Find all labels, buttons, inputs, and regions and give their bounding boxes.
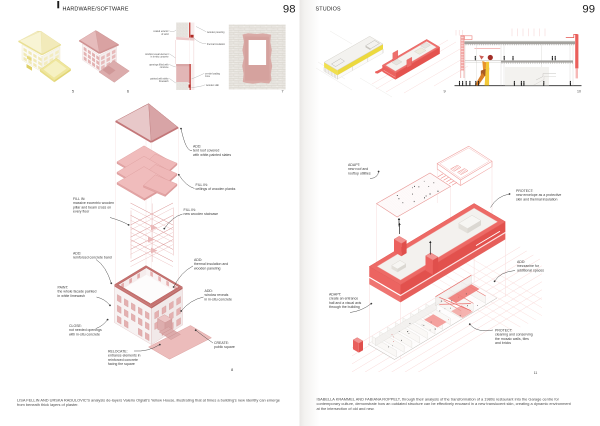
- svg-text:through the building: through the building: [329, 305, 360, 309]
- svg-text:new roof and: new roof and: [348, 167, 368, 171]
- svg-text:every floor: every floor: [73, 209, 90, 213]
- svg-text:of solid: of solid: [161, 34, 169, 36]
- svg-text:from beneath thick layers of p: from beneath thick layers of plaster.: [17, 402, 78, 407]
- svg-text:FILL IN:: FILL IN:: [196, 183, 208, 187]
- svg-text:reinforced concrete: reinforced concrete: [108, 358, 138, 362]
- svg-text:7: 7: [281, 88, 284, 93]
- svg-text:rooftop utilities: rooftop utilities: [348, 171, 371, 175]
- svg-text:skin and thermal insulation: skin and thermal insulation: [516, 197, 557, 201]
- svg-text:ADD:: ADD:: [73, 252, 81, 256]
- svg-text:CLOSE:: CLOSE:: [69, 324, 82, 328]
- svg-text:public square: public square: [214, 345, 235, 349]
- svg-text:PROTECT:: PROTECT:: [516, 189, 534, 193]
- svg-text:entrance elements in: entrance elements in: [108, 354, 141, 358]
- svg-text:mezzanine for: mezzanine for: [517, 264, 540, 268]
- svg-text:10: 10: [577, 89, 581, 93]
- svg-text:5: 5: [72, 88, 75, 93]
- svg-text:new envelope as a protective: new envelope as a protective: [516, 193, 561, 197]
- svg-text:limewash: limewash: [159, 81, 169, 83]
- svg-text:contemporary culture, demonstr: contemporary culture, demonstrate how an…: [317, 401, 572, 406]
- svg-text:wooden slab: wooden slab: [206, 85, 220, 87]
- svg-text:ISABELLA KRAMMEL AND FABIANA R: ISABELLA KRAMMEL AND FABIANA ROPPELT, th…: [317, 396, 560, 401]
- svg-text:zone: zone: [205, 76, 211, 78]
- svg-text:ceilings of wooden planks: ceilings of wooden planks: [196, 187, 236, 191]
- svg-text:massive eccentric wooden: massive eccentric wooden: [73, 201, 114, 205]
- svg-text:in white limewash: in white limewash: [58, 294, 85, 298]
- svg-text:cleaning and conserving: cleaning and conserving: [495, 333, 533, 337]
- svg-text:RELOCATE:: RELOCATE:: [108, 350, 128, 354]
- svg-text:9: 9: [443, 89, 445, 93]
- svg-text:the whole facade painted: the whole facade painted: [58, 290, 97, 294]
- svg-text:openings filled with: openings filled with: [149, 64, 169, 67]
- svg-text:8: 8: [231, 367, 234, 372]
- svg-text:11: 11: [534, 371, 538, 375]
- svg-text:with in-situ concrete: with in-situ concrete: [69, 332, 100, 336]
- svg-text:ADD:: ADD:: [205, 289, 213, 293]
- svg-text:99: 99: [582, 3, 595, 15]
- svg-text:additional spaces: additional spaces: [517, 268, 544, 272]
- svg-text:window reveals: window reveals: [205, 293, 229, 297]
- svg-text:coated exterior: coated exterior: [153, 30, 168, 33]
- svg-text:create an entrance: create an entrance: [329, 297, 358, 301]
- svg-text:window reveal element: window reveal element: [145, 53, 169, 56]
- svg-text:hall and a visual axis: hall and a visual axis: [329, 301, 362, 305]
- svg-text:and bricks: and bricks: [495, 341, 511, 345]
- svg-text:FILL IN:: FILL IN:: [73, 197, 85, 201]
- svg-text:at the intersection of old and: at the intersection of old and new.: [317, 406, 375, 411]
- svg-text:thermal insulation: thermal insulation: [207, 43, 226, 46]
- svg-text:reinforced concrete band: reinforced concrete band: [73, 256, 112, 260]
- svg-text:facing the square: facing the square: [108, 362, 135, 366]
- svg-text:the mosaic walls, tiles: the mosaic walls, tiles: [495, 337, 529, 341]
- svg-text:STUDIOS: STUDIOS: [316, 7, 341, 13]
- svg-text:ADD:: ADD:: [194, 258, 202, 262]
- svg-text:thermal insulation and: thermal insulation and: [194, 262, 228, 266]
- svg-text:not needed openings: not needed openings: [69, 328, 102, 332]
- svg-text:wooden paneling: wooden paneling: [207, 32, 225, 34]
- svg-text:PROTECT:: PROTECT:: [495, 329, 513, 333]
- svg-text:ADAPT:: ADAPT:: [348, 163, 361, 167]
- svg-text:6: 6: [127, 88, 130, 93]
- svg-text:ADD:: ADD:: [517, 260, 525, 264]
- svg-text:in in-situ concrete: in in-situ concrete: [205, 297, 232, 301]
- svg-text:pillar and beam cross on: pillar and beam cross on: [73, 205, 111, 209]
- svg-text:new wooden staircase: new wooden staircase: [184, 212, 219, 216]
- svg-text:ADD:: ADD:: [193, 145, 201, 149]
- svg-text:CREATE:: CREATE:: [214, 341, 229, 345]
- svg-text:PAINT:: PAINT:: [58, 286, 69, 290]
- svg-text:with white-painted slates: with white-painted slates: [193, 153, 231, 157]
- svg-text:wooden paneling: wooden paneling: [194, 266, 221, 270]
- svg-text:on-site loading: on-site loading: [205, 73, 221, 76]
- svg-text:HARDWARE/SOFTWARE: HARDWARE/SOFTWARE: [63, 7, 129, 13]
- svg-text:concrete: concrete: [160, 66, 170, 69]
- svg-text:in in-situ concrete: in in-situ concrete: [150, 56, 169, 59]
- svg-text:LISA FELLIN AND URSKA RADULOVI: LISA FELLIN AND URSKA RADULOVIC'S analys…: [17, 397, 280, 402]
- svg-text:tent roof covered: tent roof covered: [193, 149, 219, 153]
- svg-text:98: 98: [283, 3, 296, 15]
- svg-text:painted with white: painted with white: [150, 78, 169, 81]
- svg-text:ADAPT:: ADAPT:: [329, 293, 342, 297]
- svg-text:FILL IN:: FILL IN:: [184, 208, 196, 212]
